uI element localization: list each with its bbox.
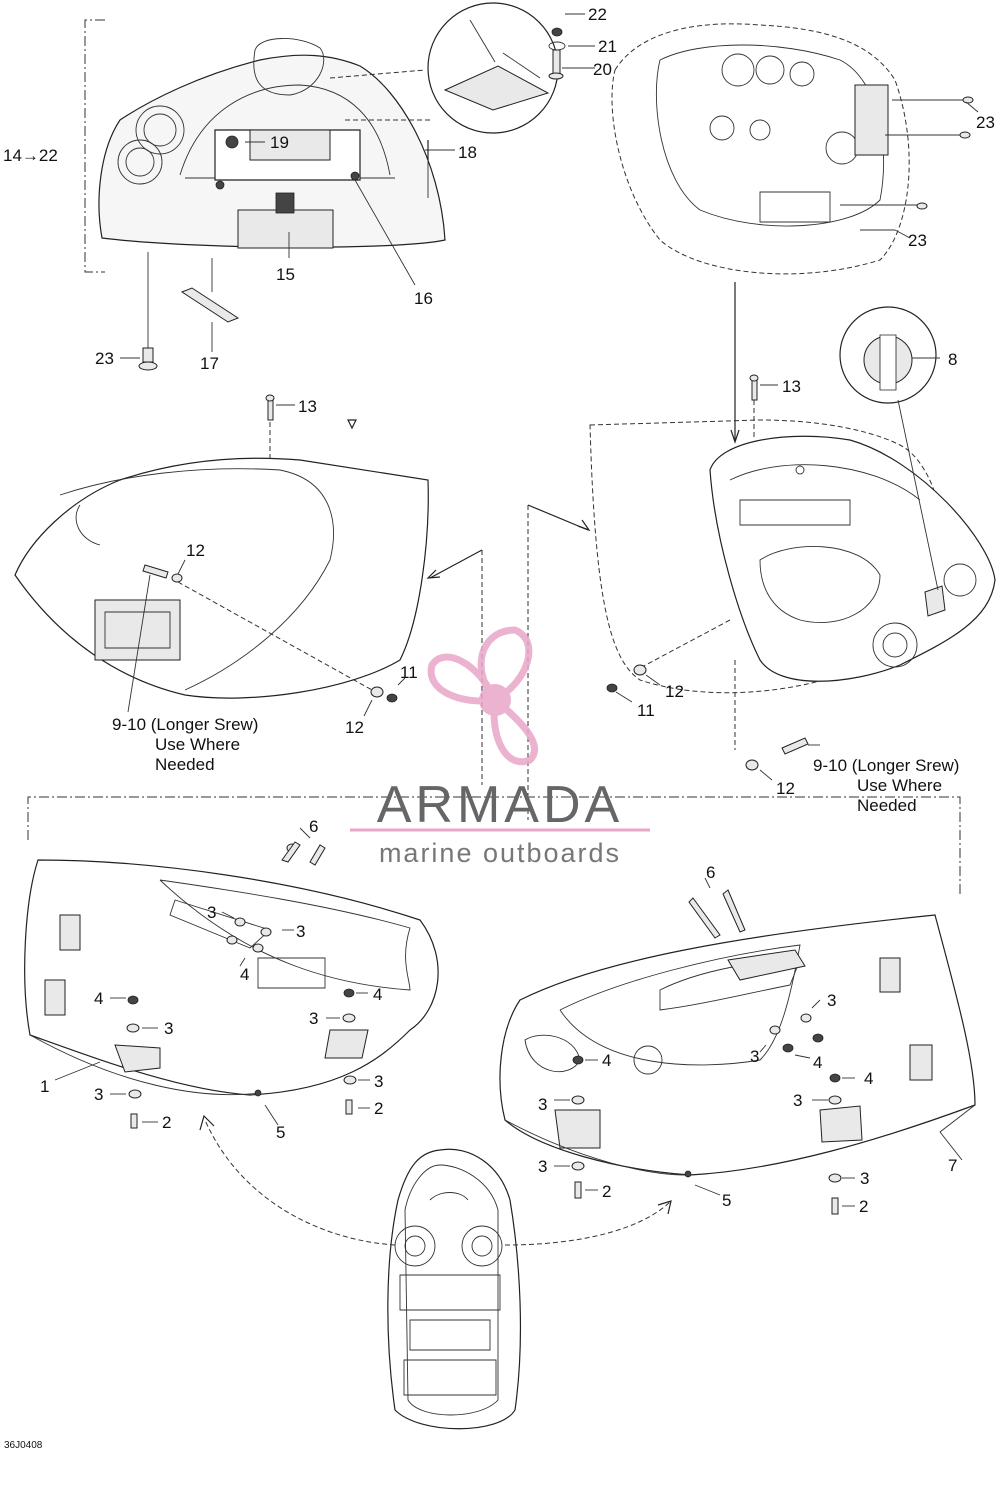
callout-8: 8 [948, 350, 957, 369]
front-deck-right [527, 306, 996, 820]
callout-18: 18 [458, 143, 477, 162]
callout-22: 22 [588, 5, 607, 24]
callout-2-l2: 2 [162, 1113, 171, 1132]
longer-screw-note-left-1: 9-10 (Longer Srew) [112, 715, 258, 734]
callout-2-l1: 2 [374, 1099, 383, 1118]
callout-14-22: 14→22 [3, 146, 58, 165]
callout-3-r6: 3 [860, 1169, 869, 1188]
callout-21: 21 [598, 37, 617, 56]
callout-4-l3: 4 [373, 985, 382, 1004]
armada-watermark: ARMADA marine outboards [350, 626, 650, 868]
callout-20: 20 [593, 60, 612, 79]
callout-labels: 14→22 22 21 20 19 18 15 16 17 23 23 23 1… [3, 5, 995, 1451]
callout-3-l5: 3 [374, 1072, 383, 1091]
front-deck-left [14, 394, 483, 785]
callout-3-r4: 3 [793, 1091, 802, 1110]
longer-screw-note-right-3: Needed [857, 796, 917, 815]
brand-tagline: marine outboards [379, 838, 621, 868]
callout-3-r3: 3 [538, 1095, 547, 1114]
callout-3-l4: 3 [309, 1009, 318, 1028]
callout-3-r5: 3 [538, 1157, 547, 1176]
console-assembly-left [84, 2, 595, 371]
callout-3-l1: 3 [207, 903, 216, 922]
callout-4-r2: 4 [602, 1051, 611, 1070]
callout-6-left: 6 [309, 817, 318, 836]
callout-7: 7 [948, 1156, 957, 1175]
callout-23-c: 23 [908, 231, 927, 250]
console-assembly-right [611, 23, 979, 444]
callout-5-left: 5 [276, 1123, 285, 1142]
callout-3-l6: 3 [94, 1085, 103, 1104]
longer-screw-note-right-2: Use Where [857, 776, 942, 795]
callout-23-a: 23 [95, 349, 114, 368]
callout-4-r1: 4 [813, 1053, 822, 1072]
callout-15: 15 [276, 265, 295, 284]
assembly-frame [27, 796, 961, 895]
callout-13-right: 13 [782, 377, 801, 396]
callout-11-a: 11 [400, 663, 418, 682]
side-liner-left [24, 827, 439, 1129]
brand-name: ARMADA [377, 776, 623, 834]
propeller-logo-icon [427, 626, 538, 766]
callout-12-c: 12 [665, 682, 684, 701]
callout-2-r2: 2 [859, 1197, 868, 1216]
longer-screw-note-left-2: Use Where [155, 735, 240, 754]
callout-1: 1 [40, 1077, 49, 1096]
callout-3-r2: 3 [750, 1047, 759, 1066]
callout-3-l3: 3 [164, 1019, 173, 1038]
callout-4-l1: 4 [240, 965, 249, 984]
callout-11-b: 11 [637, 701, 655, 720]
callout-12-b: 12 [345, 718, 364, 737]
callout-19: 19 [270, 133, 289, 152]
callout-17: 17 [200, 354, 219, 373]
callout-4-r3: 4 [864, 1069, 873, 1088]
callout-4-l2: 4 [94, 989, 103, 1008]
side-liner-right [499, 877, 976, 1215]
callout-6-right: 6 [706, 863, 715, 882]
callout-16: 16 [414, 289, 433, 308]
longer-screw-note-left-3: Needed [155, 755, 215, 774]
callout-12-d: 12 [776, 779, 795, 798]
boat-top-view [199, 1114, 672, 1430]
callout-3-r1: 3 [827, 991, 836, 1010]
callout-3-l2: 3 [296, 922, 305, 941]
figure-code: 36J0408 [4, 1440, 43, 1451]
callout-23-b: 23 [976, 113, 995, 132]
callout-2-r1: 2 [602, 1182, 611, 1201]
callout-5-right: 5 [722, 1191, 731, 1210]
longer-screw-note-right-1: 9-10 (Longer Srew) [813, 756, 959, 775]
callout-12-a: 12 [186, 541, 205, 560]
callout-13-left: 13 [298, 397, 317, 416]
